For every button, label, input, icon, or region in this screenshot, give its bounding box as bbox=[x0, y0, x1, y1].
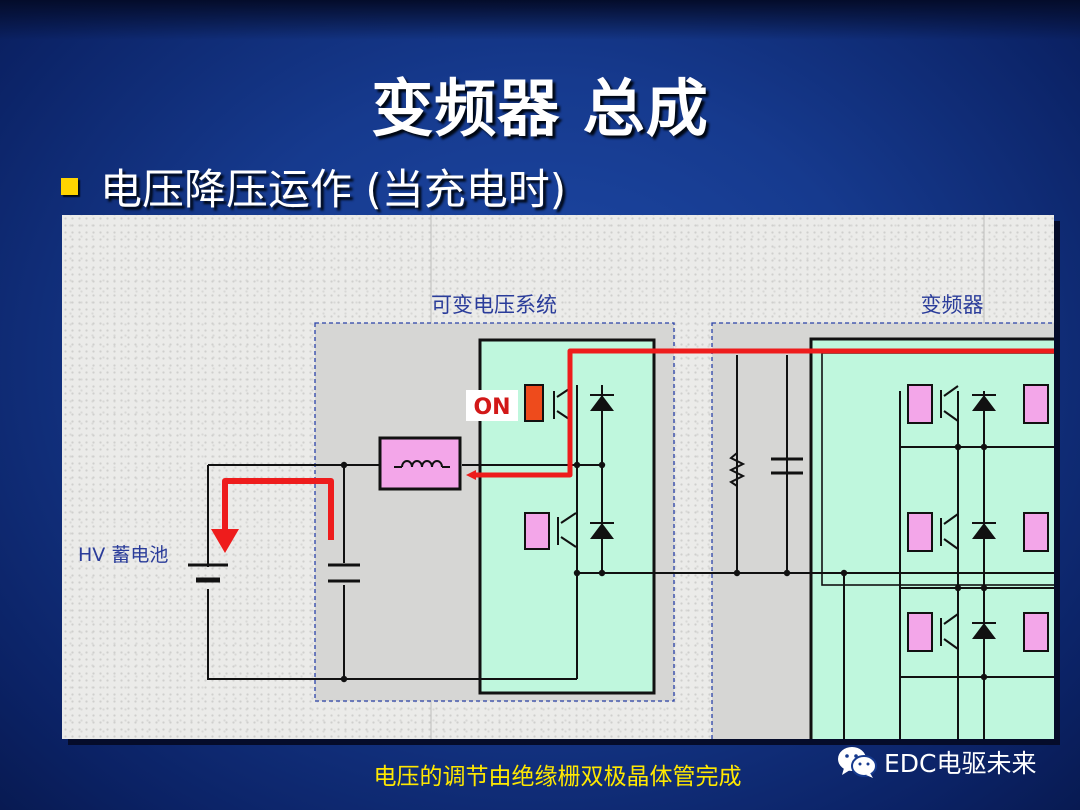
circuit-diagram: 可变电压系统 变频器 bbox=[78, 215, 1054, 739]
bullet-text: 电压降压运作 (当充电时) bbox=[100, 165, 567, 214]
current-path-high-side bbox=[466, 348, 1054, 480]
filter-capacitor-symbol bbox=[328, 563, 360, 583]
lower-igbt bbox=[524, 512, 614, 550]
wechat-icon bbox=[838, 747, 877, 778]
current-path-to-battery bbox=[222, 478, 334, 540]
inverter-igbt-array bbox=[907, 384, 1049, 652]
label-inverter: 变频器 bbox=[921, 293, 984, 317]
watermark: EDC电驱未来 bbox=[836, 743, 1037, 781]
label-on: ON bbox=[473, 395, 510, 420]
slide-caption: 电压的调节由绝缘栅双极晶体管完成 bbox=[373, 764, 742, 790]
variable-voltage-boundary bbox=[314, 322, 675, 702]
circuit-wiring bbox=[207, 355, 1054, 739]
label-hv-battery: HV 蓄电池 bbox=[78, 544, 168, 566]
top-shadow-band bbox=[0, 0, 1080, 40]
bullet-square-icon bbox=[61, 178, 78, 195]
slide-title: 变频器 总成 bbox=[371, 72, 709, 145]
current-arrow-to-battery bbox=[211, 529, 239, 553]
inductor-reactor bbox=[378, 436, 462, 491]
label-variable-voltage-system: 可变电压系统 bbox=[431, 293, 557, 317]
hv-battery-symbol bbox=[188, 563, 228, 583]
smoothing-capacitor-symbol bbox=[771, 457, 803, 475]
watermark-text: EDC电驱未来 bbox=[884, 749, 1037, 778]
discharge-resistor-symbol bbox=[728, 452, 746, 487]
on-label-background bbox=[466, 390, 518, 421]
circuit-diagram-panel: 可变电压系统 变频器 bbox=[62, 215, 1054, 739]
wire-junctions bbox=[340, 443, 988, 683]
